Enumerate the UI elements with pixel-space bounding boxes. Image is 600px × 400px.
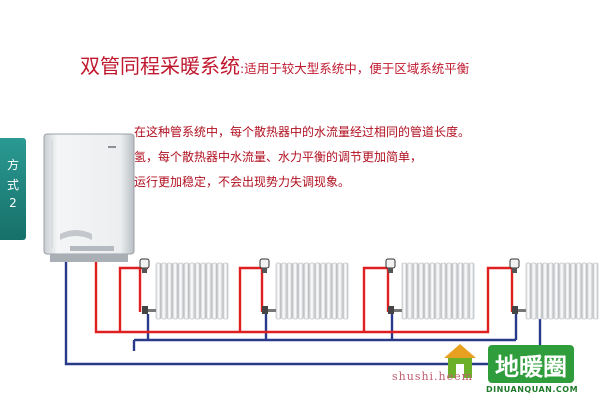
radiator-fin <box>200 262 206 320</box>
boiler-swoosh <box>60 230 92 240</box>
radiator-fin <box>531 262 537 320</box>
valves <box>139 258 526 314</box>
radiator-fin <box>172 262 178 320</box>
radiator-fin <box>222 262 229 320</box>
radiator-fin <box>401 262 408 320</box>
radiator-fin <box>581 262 588 320</box>
radiator <box>401 262 475 320</box>
wall-boiler <box>43 133 135 262</box>
radiator-fin <box>217 262 223 320</box>
radiator-fin <box>178 262 184 320</box>
radiator-fin <box>429 262 436 320</box>
side-tab-char-1: 方 <box>6 158 19 172</box>
radiator-fin <box>309 262 315 320</box>
description-line-3: 运行更加稳定，不会出现势力失调现象。 <box>134 175 351 189</box>
page-title: 双管同程采暖系统:适用于较大型系统中，便于区域系统平衡 <box>80 50 469 79</box>
radiator-fin <box>536 262 543 320</box>
radiator-fin <box>166 262 173 320</box>
return-main-pipe <box>64 262 542 366</box>
title-subtitle: :适用于较大型系统中，便于区域系统平衡 <box>240 61 470 76</box>
radiator-fin <box>303 262 310 320</box>
radiator-fin <box>155 262 162 320</box>
title-main: 双管同程采暖系统 <box>80 54 240 78</box>
radiator <box>155 262 229 320</box>
thermostatic-valve <box>259 258 270 273</box>
radiator-fin <box>570 262 576 320</box>
radiator-fin <box>412 262 419 320</box>
radiator-fin <box>548 262 554 320</box>
side-tab-char-3: 2 <box>9 196 17 210</box>
logo-subtext: DINUANQUAN.COM <box>485 385 579 394</box>
radiator-fin <box>194 262 201 320</box>
radiator-fin <box>468 262 475 320</box>
radiator-fin <box>424 262 430 320</box>
radiator-fin <box>525 262 532 320</box>
radiator-fin <box>342 262 349 320</box>
radiator-fin <box>452 262 458 320</box>
radiator <box>525 262 599 320</box>
return-valve <box>262 306 276 314</box>
radiator-fin <box>331 262 338 320</box>
thermostatic-valve <box>139 258 150 273</box>
return-pipes <box>64 262 542 366</box>
radiator-fin <box>564 262 571 320</box>
radiator-fin <box>189 262 195 320</box>
thermostatic-valve <box>385 258 396 273</box>
radiator-fin <box>463 262 469 320</box>
radiator-fin <box>446 262 452 320</box>
radiator-fin <box>320 262 326 320</box>
logo: 地暖圈 <box>488 345 574 383</box>
radiators <box>155 262 599 320</box>
radiator-fin <box>286 262 293 320</box>
radiator-fin <box>559 262 565 320</box>
radiator-fin <box>435 262 441 320</box>
radiator-fin <box>206 262 212 320</box>
return-valve <box>388 306 402 314</box>
radiator-fin <box>326 262 332 320</box>
radiator-fin <box>407 262 413 320</box>
side-tab-char-2: 式 <box>6 178 19 192</box>
supply-main-pipe <box>94 262 514 334</box>
thermostatic-valve <box>509 258 520 273</box>
radiator-fin <box>337 262 343 320</box>
radiator-fin <box>183 262 190 320</box>
radiator-fin <box>553 262 560 320</box>
radiator-fin <box>576 262 582 320</box>
radiator-fin <box>592 262 599 320</box>
radiator-fin <box>161 262 167 320</box>
boiler-badge <box>108 146 116 148</box>
radiator-fin <box>275 262 282 320</box>
watermark: shushi.heem <box>392 370 474 383</box>
radiator-fin <box>440 262 447 320</box>
return-valve <box>512 306 526 314</box>
radiator-fin <box>542 262 548 320</box>
radiator-fin <box>298 262 304 320</box>
radiator-fin <box>418 262 424 320</box>
description-line-2: 氢，每个散热器中水流量、水力平衡的调节更加简单， <box>134 150 423 164</box>
radiator-fin <box>211 262 218 320</box>
description-line-1: 在这种管系统中，每个散热器中的水流量经过相同的管道长度。 <box>134 125 471 139</box>
side-tab: 方 式 2 <box>0 138 26 240</box>
return-valve <box>142 306 156 314</box>
radiator-fin <box>292 262 298 320</box>
radiator-fin <box>281 262 287 320</box>
radiator-fin <box>314 262 321 320</box>
radiator <box>275 262 349 320</box>
logo-text: 地暖圈 <box>495 353 567 381</box>
supply-pipes <box>94 262 514 334</box>
radiator-fin <box>457 262 464 320</box>
boiler-control-panel <box>70 246 114 251</box>
radiator-fin <box>587 262 593 320</box>
logo-house-icon <box>444 344 476 378</box>
